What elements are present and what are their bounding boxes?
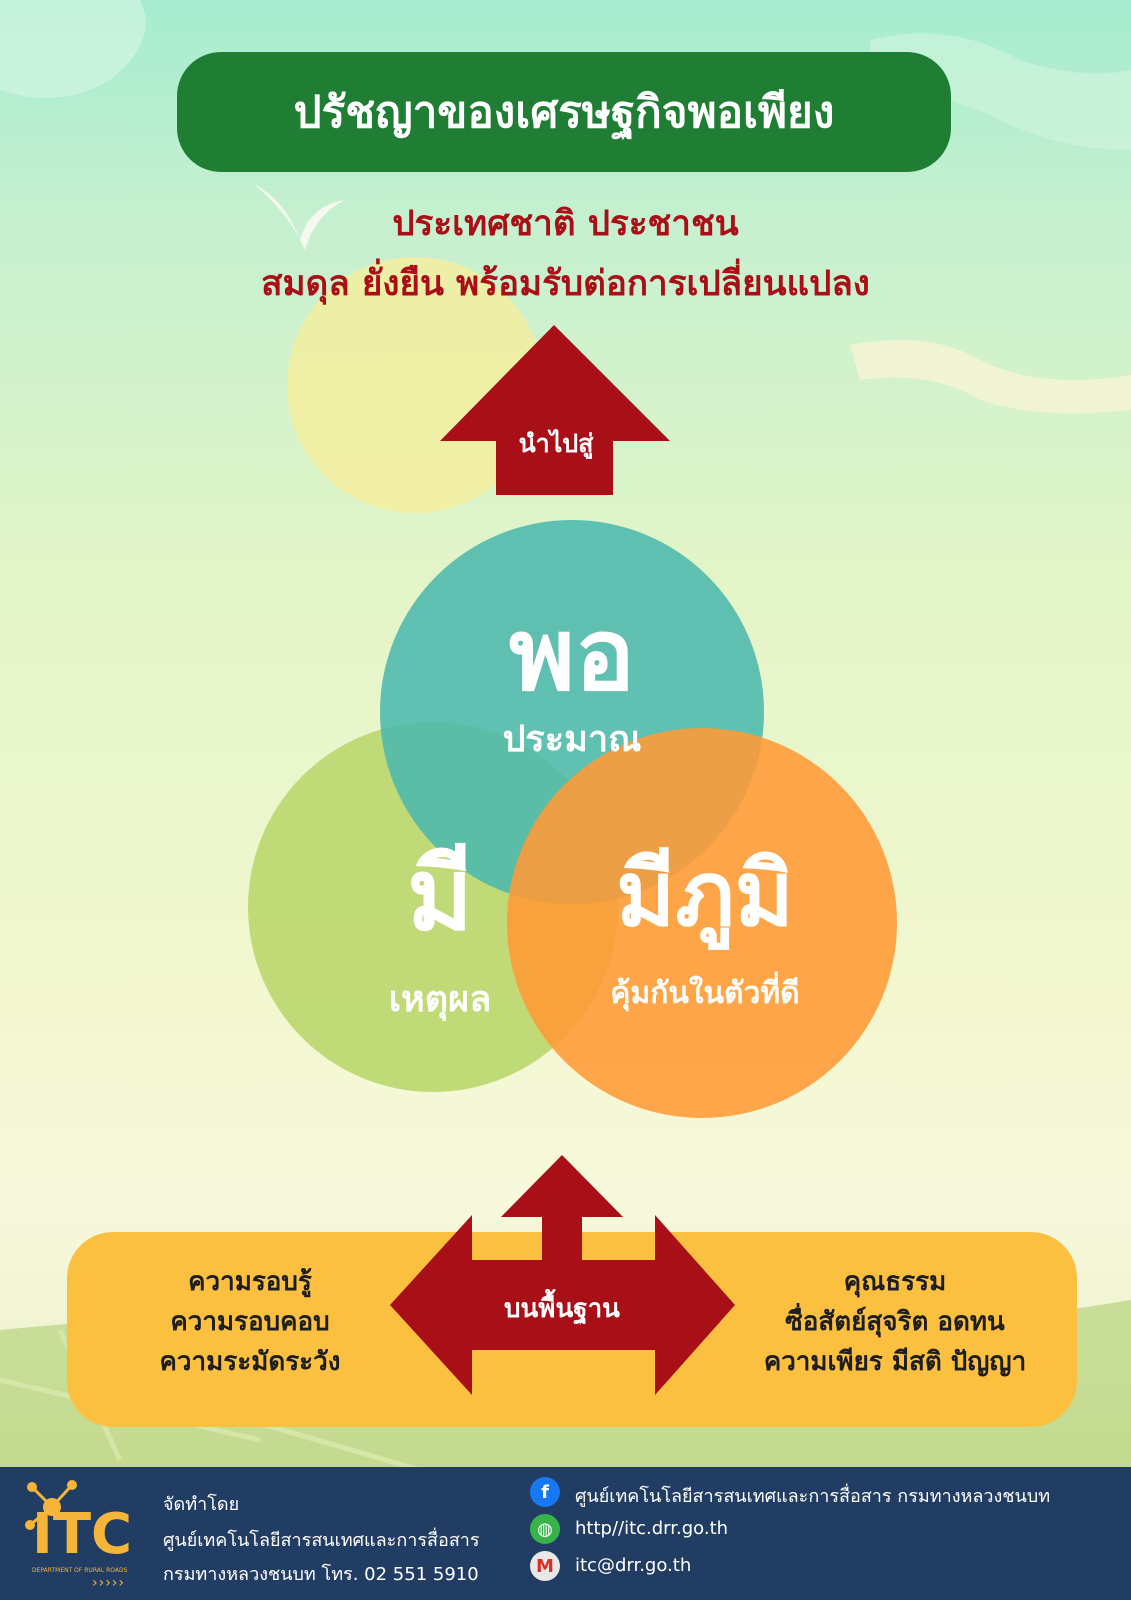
network-icon bbox=[25, 1480, 77, 1530]
org-line-1: ศูนย์เทคโนโลยีสารสนเทศและการสื่อสาร bbox=[163, 1530, 480, 1551]
made-by-label: จัดทำโดย bbox=[163, 1494, 240, 1515]
knowledge-list: ความรอบรู้ ความรอบคอบ ความระมัดระวัง bbox=[100, 1262, 400, 1382]
immunity-small: คุ้มกันในตัวที่ดี bbox=[610, 976, 800, 1011]
virtue-item: คุณธรรม bbox=[843, 1267, 947, 1297]
knowledge-item: ความระมัดระวัง bbox=[159, 1347, 341, 1377]
facebook-icon: f bbox=[530, 1477, 560, 1507]
website-link[interactable]: http//itc.drr.go.th bbox=[575, 1518, 729, 1539]
knowledge-item: ความรอบคอบ bbox=[170, 1307, 330, 1337]
bird-shape bbox=[255, 185, 345, 250]
page-title: ปรัชญาของเศรษฐกิจพอเพียง bbox=[293, 87, 835, 138]
title-banner: ปรัชญาของเศรษฐกิจพอเพียง bbox=[177, 52, 951, 172]
cloud-shape bbox=[0, 0, 146, 98]
circle-immunity bbox=[507, 728, 897, 1118]
foundation-label: บนพื้นฐาน bbox=[504, 1294, 620, 1324]
virtue-item: ความเพียร มีสติ ปัญญา bbox=[763, 1347, 1027, 1377]
up-arrow-label: นำไปสู่ bbox=[518, 429, 594, 458]
virtue-item: ซื่อสัตย์สุจริต อดทน bbox=[785, 1307, 1005, 1337]
chevrons-icon: ››››› bbox=[92, 1575, 125, 1591]
facebook-link[interactable]: ศูนย์เทคโนโลยีสารสนเทศและการสื่อสาร กรมท… bbox=[575, 1486, 1051, 1507]
org-line-2: กรมทางหลวงชนบท โทร. 02 551 5910 bbox=[163, 1564, 479, 1585]
logo-text: ITC bbox=[32, 1502, 133, 1567]
virtue-list: คุณธรรม ซื่อสัตย์สุจริต อดทน ความเพียร ม… bbox=[735, 1262, 1055, 1382]
moderation-small: ประมาณ bbox=[502, 719, 642, 760]
knowledge-item: ความรอบรู้ bbox=[188, 1267, 312, 1297]
email-link[interactable]: itc@drr.go.th bbox=[575, 1555, 692, 1576]
up-arrow bbox=[440, 325, 670, 495]
reason-small: เหตุผล bbox=[388, 979, 492, 1020]
foundation-arrow-shape bbox=[390, 1155, 735, 1395]
globe-icon: ◍ bbox=[530, 1514, 560, 1544]
foundation-arrow bbox=[390, 1155, 735, 1395]
footer: ITC DEPARTMENT OF RURAL ROADS ››››› จัดท… bbox=[0, 1467, 1131, 1600]
reason-big: มี bbox=[407, 836, 473, 953]
logo-subtext: DEPARTMENT OF RURAL ROADS bbox=[32, 1567, 128, 1574]
goal-line-2: สมดุล ยั่งยืน พร้อมรับต่อการเปลี่ยนแปลง bbox=[261, 264, 870, 304]
moderation-big: พอ bbox=[509, 596, 635, 713]
itc-logo: ITC DEPARTMENT OF RURAL ROADS ››››› bbox=[22, 1477, 152, 1592]
mail-icon: M bbox=[530, 1551, 560, 1581]
immunity-big: มีภูมิ bbox=[616, 842, 794, 947]
sun-shape bbox=[287, 257, 543, 513]
goal-line-1: ประเทศชาติ ประชาชน bbox=[392, 204, 739, 244]
up-arrow-shape bbox=[440, 325, 670, 495]
cloud-shape bbox=[850, 340, 1131, 414]
